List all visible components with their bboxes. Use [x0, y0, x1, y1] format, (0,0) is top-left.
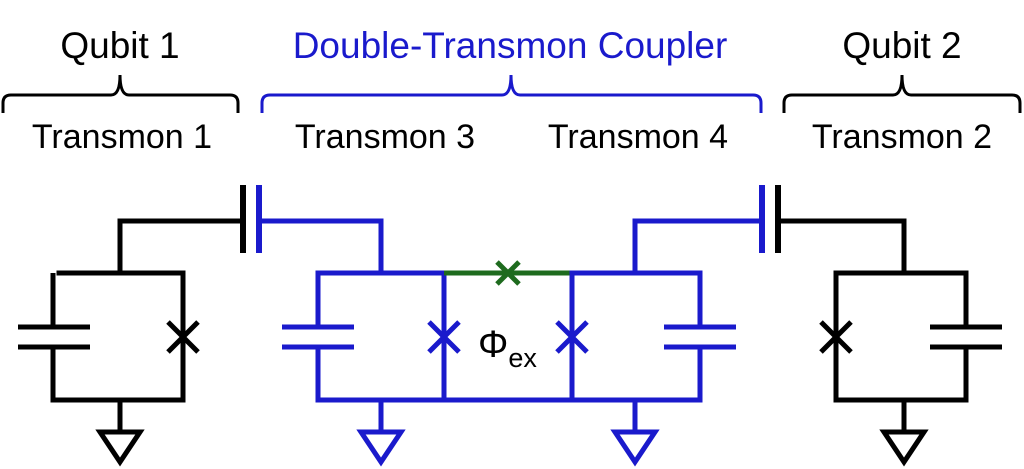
transmon1-junction [166, 320, 200, 354]
transmon1-label: Transmon 1 [32, 118, 212, 156]
transmon4-label: Transmon 4 [548, 118, 728, 156]
qubit2-brace [782, 74, 1022, 113]
qubit1-label: Qubit 1 [60, 25, 179, 66]
transmon2-capacitor [930, 324, 1002, 350]
coupling-capacitor-right [759, 185, 781, 253]
transmon3-ground [356, 400, 406, 467]
transmon4-circuit [569, 218, 763, 403]
coupler-brace [260, 74, 763, 113]
flux-label: Φex [478, 324, 537, 373]
transmon1-circuit [49, 218, 244, 403]
transmon2-junction [819, 320, 853, 354]
transmon1-capacitor [18, 273, 90, 400]
transmon3-capacitor [282, 324, 354, 350]
qubit1-brace [1, 74, 240, 113]
transmon2-circuit [777, 218, 969, 403]
coupling-capacitor-left [240, 185, 262, 253]
transmon3-label: Transmon 3 [295, 118, 475, 156]
transmon2-label: Transmon 2 [812, 118, 992, 156]
transmon2-ground [879, 400, 929, 467]
transmon3-circuit [258, 218, 447, 403]
transmon4-junction [555, 320, 589, 354]
transmon1-ground [95, 400, 145, 467]
transmon4-capacitor [664, 324, 736, 350]
transmon3-junction [427, 320, 461, 354]
coupling-junction [495, 260, 521, 286]
flux-subscript: ex [508, 343, 537, 373]
qubit2-label: Qubit 2 [842, 25, 961, 66]
coupling-junction-link [444, 260, 572, 286]
coupler-label: Double-Transmon Coupler [293, 25, 728, 66]
transmon4-ground [610, 400, 660, 467]
flux-symbol: Φ [478, 324, 508, 366]
